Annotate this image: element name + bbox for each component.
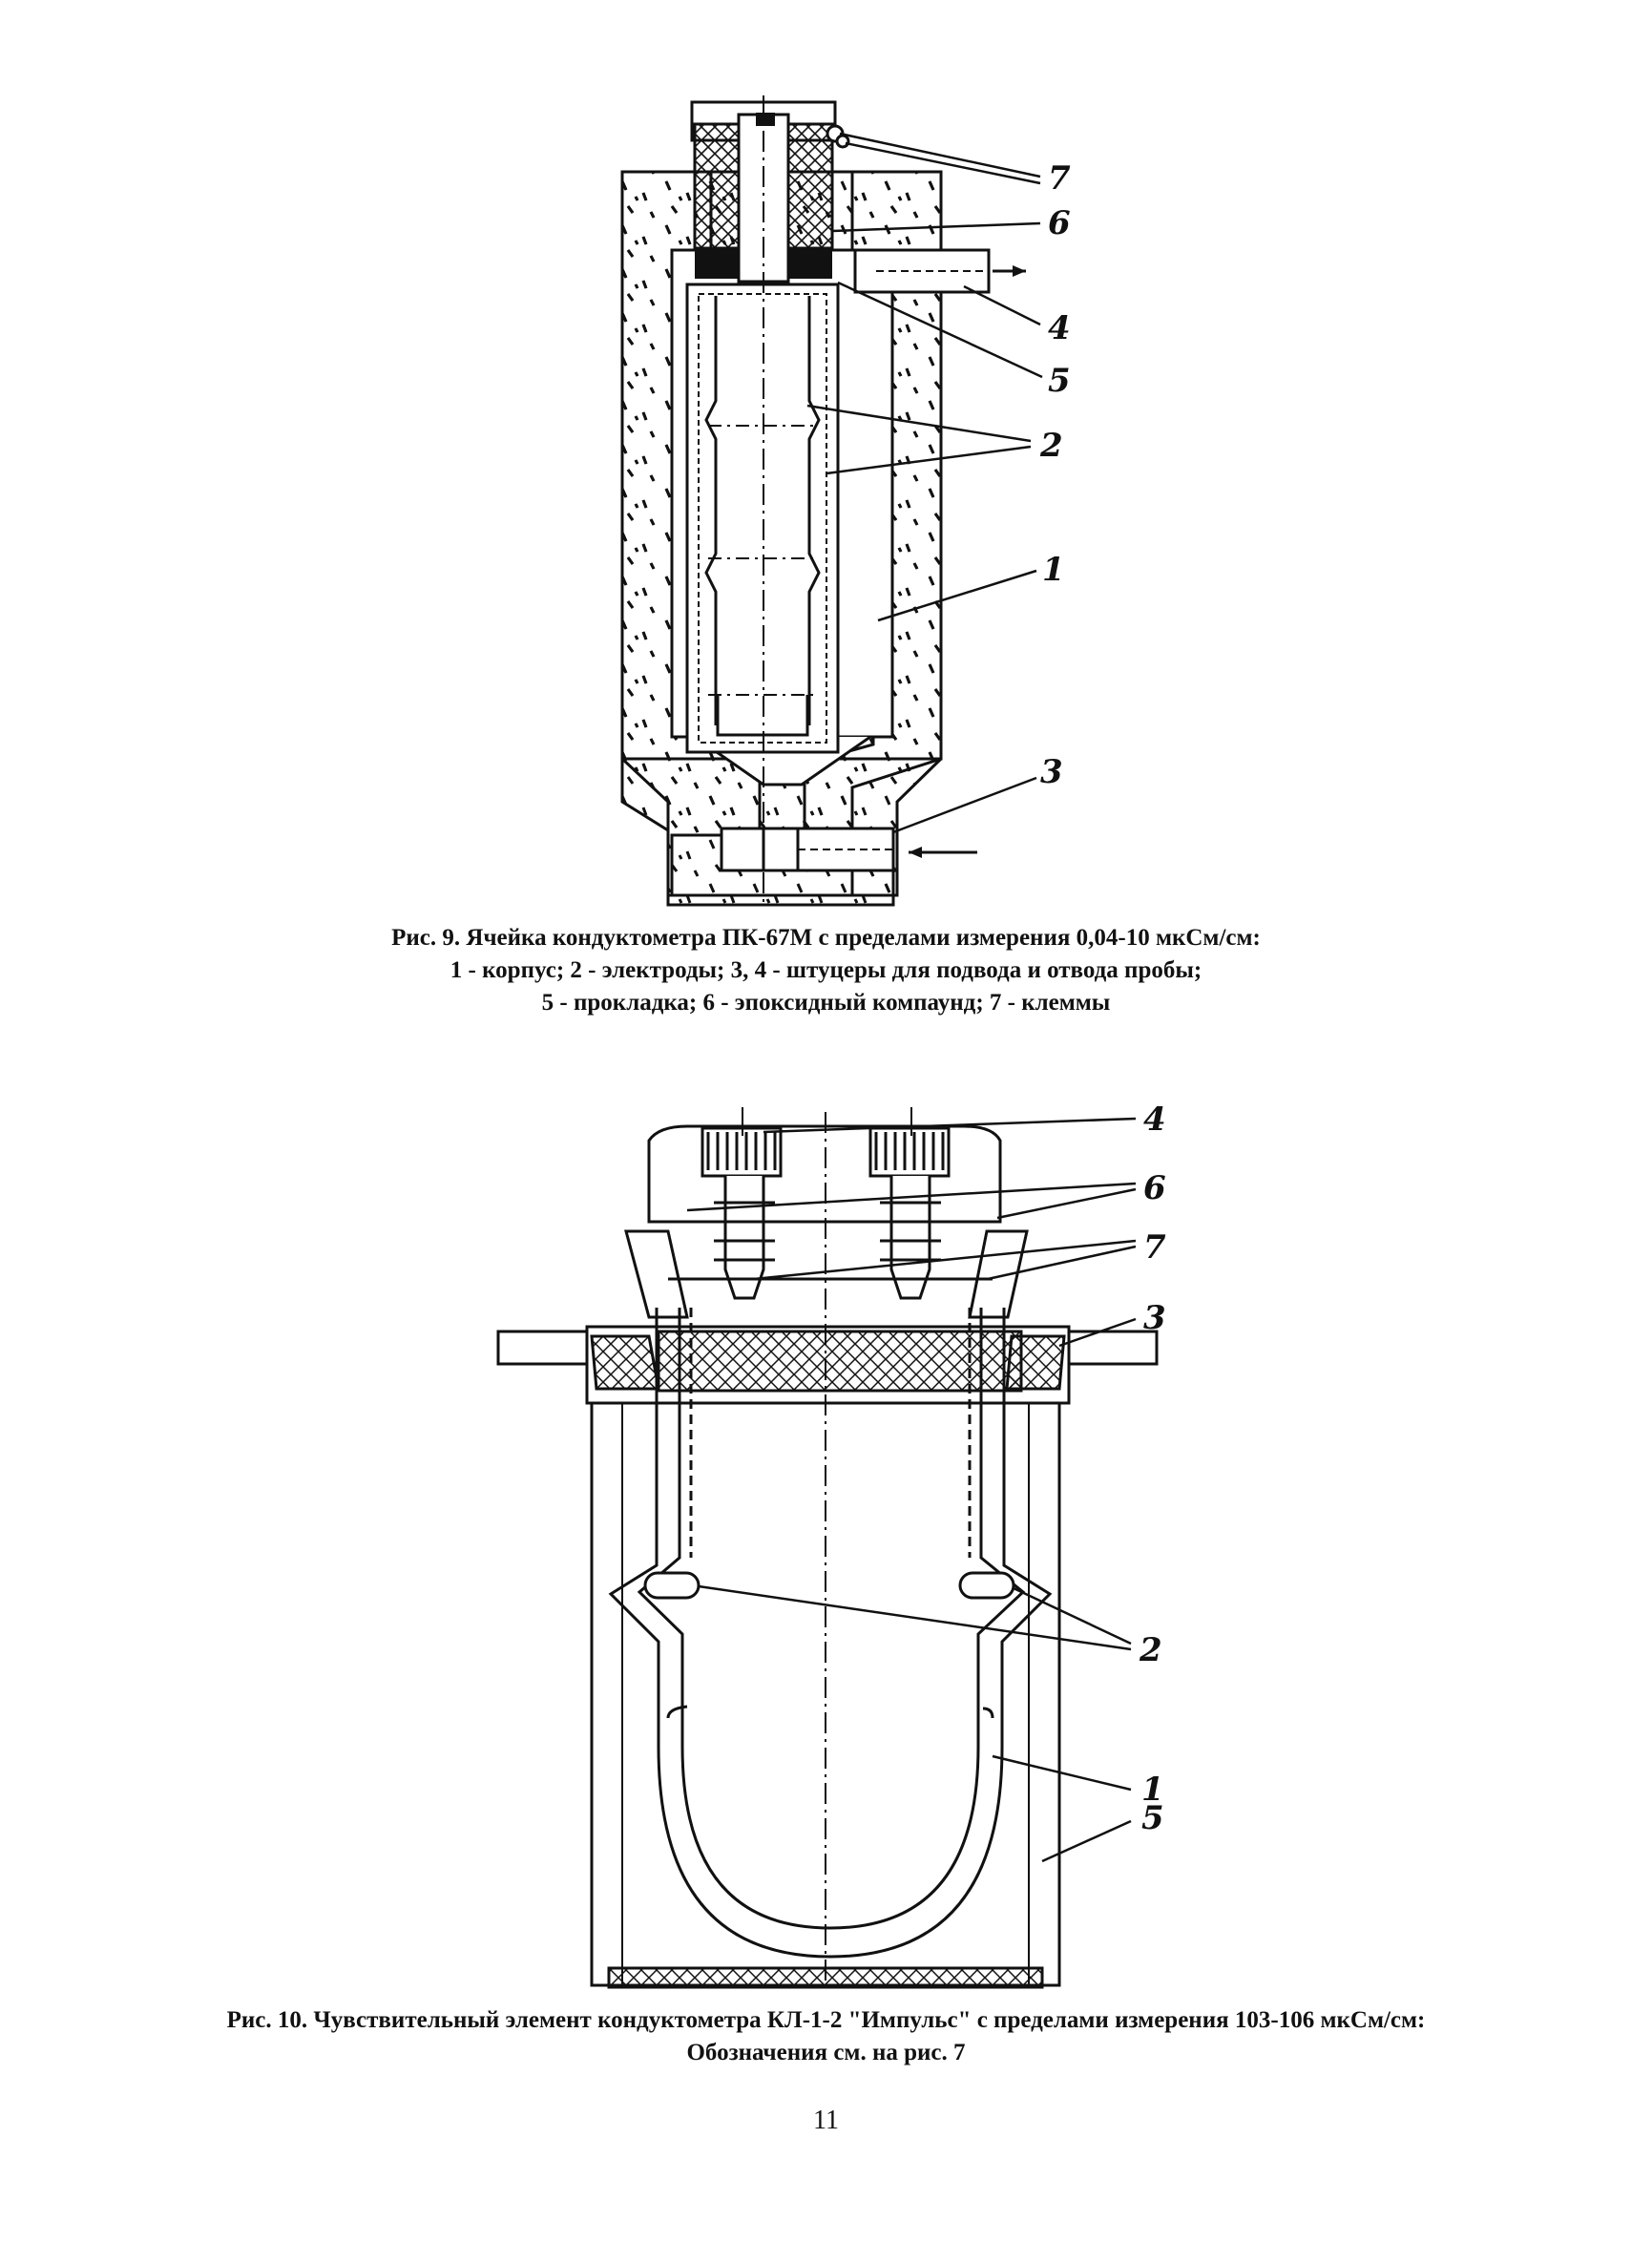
label-2: 2 xyxy=(1139,1631,1162,1669)
figure-10-caption-line1: Рис. 10. Чувствительный элемент кондукто… xyxy=(226,2007,1426,2033)
figure-9-caption-line1: Рис. 9. Ячейка кондуктометра ПК-67М с пр… xyxy=(391,925,1261,951)
label-1: 1 xyxy=(1141,1771,1164,1809)
inlet-fitting xyxy=(720,827,977,872)
label-6: 6 xyxy=(1143,1169,1166,1207)
label-7: 7 xyxy=(1048,159,1071,198)
label-1: 1 xyxy=(1042,551,1065,589)
label-4: 4 xyxy=(1048,309,1071,347)
label-3: 3 xyxy=(1040,753,1063,791)
figure-10-labels: 4 6 7 3 2 1 5 xyxy=(1139,1101,1166,1837)
figure-9-leaders xyxy=(806,132,1043,834)
label-7: 7 xyxy=(1143,1228,1166,1267)
electrode-left xyxy=(643,1571,701,1600)
figure-9-caption-line3: 5 - прокладка; 6 - эпоксидный компаунд; … xyxy=(541,990,1111,1016)
flange xyxy=(496,1325,1159,1405)
label-4: 4 xyxy=(1143,1101,1166,1139)
label-5: 5 xyxy=(1141,1799,1164,1837)
figure-10-leaders xyxy=(686,1117,1137,1863)
figure-9-labels: 7 6 4 5 2 1 3 xyxy=(1039,159,1071,791)
figure-10-caption-line2: Обозначения см. на рис. 7 xyxy=(686,2040,966,2065)
u-tube xyxy=(608,1308,1053,1959)
figure-9-drawing: 7 6 4 5 2 1 3 xyxy=(620,95,1071,907)
label-5: 5 xyxy=(1048,362,1071,400)
page-number: 11 xyxy=(813,2106,839,2135)
label-6: 6 xyxy=(1048,204,1071,242)
label-2: 2 xyxy=(1039,427,1063,465)
figure-9-caption: Рис. 9. Ячейка кондуктометра ПК-67М с пр… xyxy=(0,922,1652,1019)
figure-10-caption: Рис. 10. Чувствительный элемент кондукто… xyxy=(0,2004,1652,2069)
label-3: 3 xyxy=(1143,1299,1166,1337)
outlet-fitting xyxy=(853,248,1026,294)
figure-9-caption-line2: 1 - корпус; 2 - электроды; 3, 4 - штуцер… xyxy=(450,957,1202,983)
electrode-right xyxy=(958,1571,1015,1600)
